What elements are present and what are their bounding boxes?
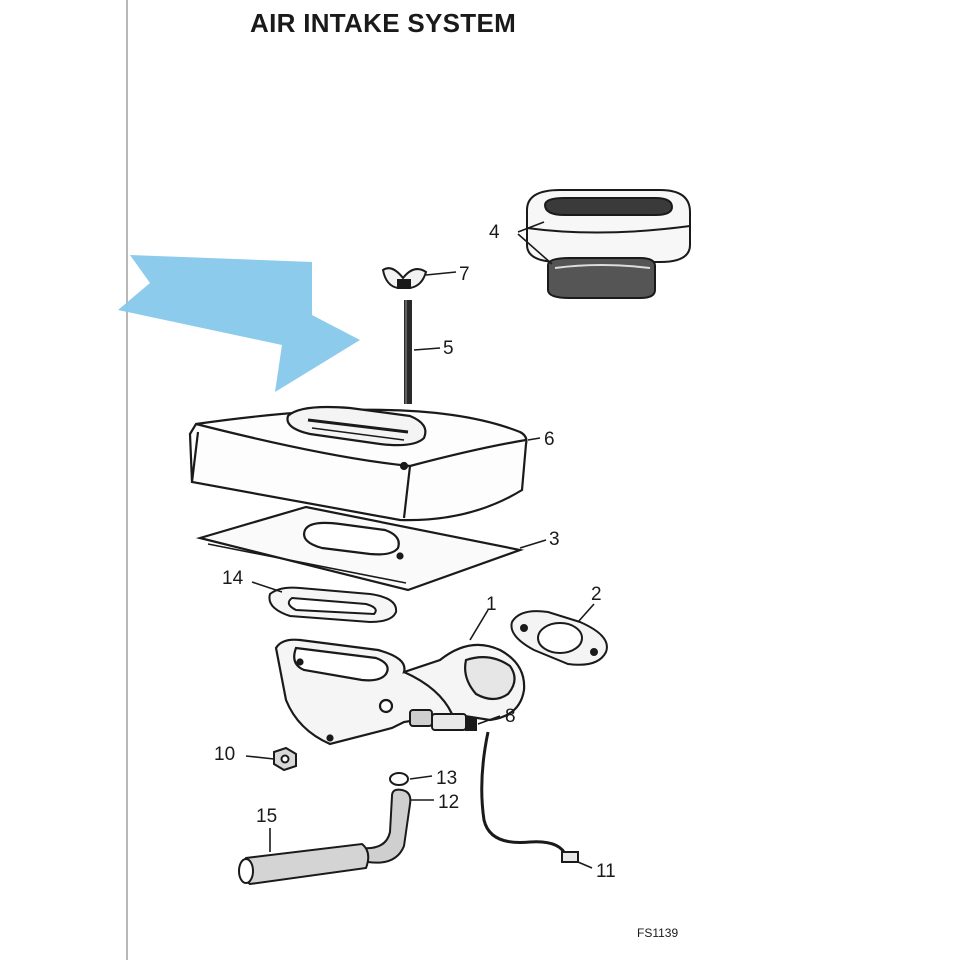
callout-11: 11 bbox=[596, 861, 616, 882]
callout-6: 6 bbox=[544, 429, 555, 450]
callout-5: 5 bbox=[443, 338, 454, 359]
part-12-hose bbox=[360, 788, 412, 864]
figure-code: FS1139 bbox=[637, 926, 679, 940]
callout-10: 10 bbox=[214, 744, 235, 765]
part-15-pipe bbox=[238, 842, 370, 886]
callout-7: 7 bbox=[459, 264, 470, 285]
part-10-nut bbox=[273, 746, 297, 772]
page-title: AIR INTAKE SYSTEM bbox=[250, 8, 517, 38]
part-3-gasket-plate bbox=[195, 505, 525, 592]
callout-15: 15 bbox=[256, 806, 277, 827]
part-2-flange-gasket bbox=[510, 610, 608, 666]
callout-1: 1 bbox=[486, 594, 497, 615]
highlight-arrow bbox=[118, 255, 360, 392]
part-6-cover bbox=[188, 405, 528, 522]
part-11-wire bbox=[480, 731, 579, 863]
part-5-stud bbox=[404, 300, 412, 404]
callout-2: 2 bbox=[591, 584, 602, 605]
part-14-gasket bbox=[268, 586, 398, 624]
callout-4: 4 bbox=[489, 222, 500, 243]
page-edge bbox=[126, 0, 128, 960]
part-7-wing-nut bbox=[381, 267, 428, 289]
callout-14: 14 bbox=[222, 568, 244, 589]
callout-12: 12 bbox=[438, 792, 459, 813]
leader-lines bbox=[245, 221, 595, 869]
part-13-clamp bbox=[389, 772, 409, 786]
part-8-fitting bbox=[409, 709, 477, 731]
callout-3: 3 bbox=[549, 529, 560, 550]
part-4-filter-element bbox=[526, 189, 691, 299]
part-1-intake-manifold bbox=[274, 638, 526, 746]
callout-13: 13 bbox=[436, 768, 457, 789]
callout-8: 8 bbox=[505, 706, 516, 727]
